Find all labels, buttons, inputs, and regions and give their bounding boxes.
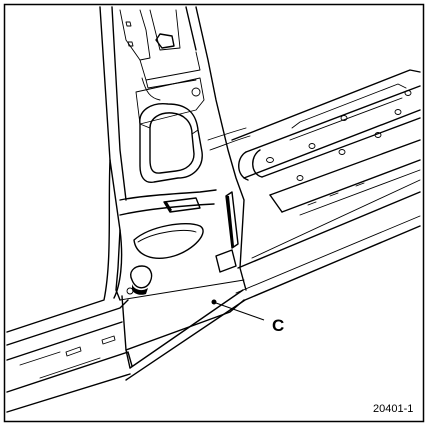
mounting-hole	[266, 157, 274, 163]
sill-slot	[101, 335, 116, 345]
oval-recess	[133, 223, 204, 259]
callout-leader-line	[215, 302, 265, 321]
mounting-hole	[394, 109, 402, 115]
sill-panel	[6, 179, 421, 413]
mounting-hole	[308, 143, 316, 149]
pillar-bracket	[155, 33, 175, 49]
mounting-hole	[296, 175, 304, 181]
mounting-hole	[338, 149, 346, 155]
callout-point	[211, 299, 217, 305]
mounting-hole	[374, 132, 382, 138]
vertical-slot	[225, 191, 239, 249]
pillar-slot	[163, 197, 201, 213]
mounting-hole	[340, 115, 348, 121]
fastener-hole	[191, 87, 201, 97]
mounting-hole	[404, 90, 412, 96]
b-pillar	[6, 6, 251, 369]
upper-sill-section	[231, 69, 421, 216]
sill-slot	[65, 346, 82, 357]
figure-border	[3, 3, 425, 423]
pillar-bolt	[130, 265, 153, 289]
callout-label: C	[272, 316, 284, 335]
callout-c: C	[211, 299, 284, 335]
figure-reference: 20401-1	[373, 403, 413, 415]
pillar-cutout	[139, 103, 203, 183]
